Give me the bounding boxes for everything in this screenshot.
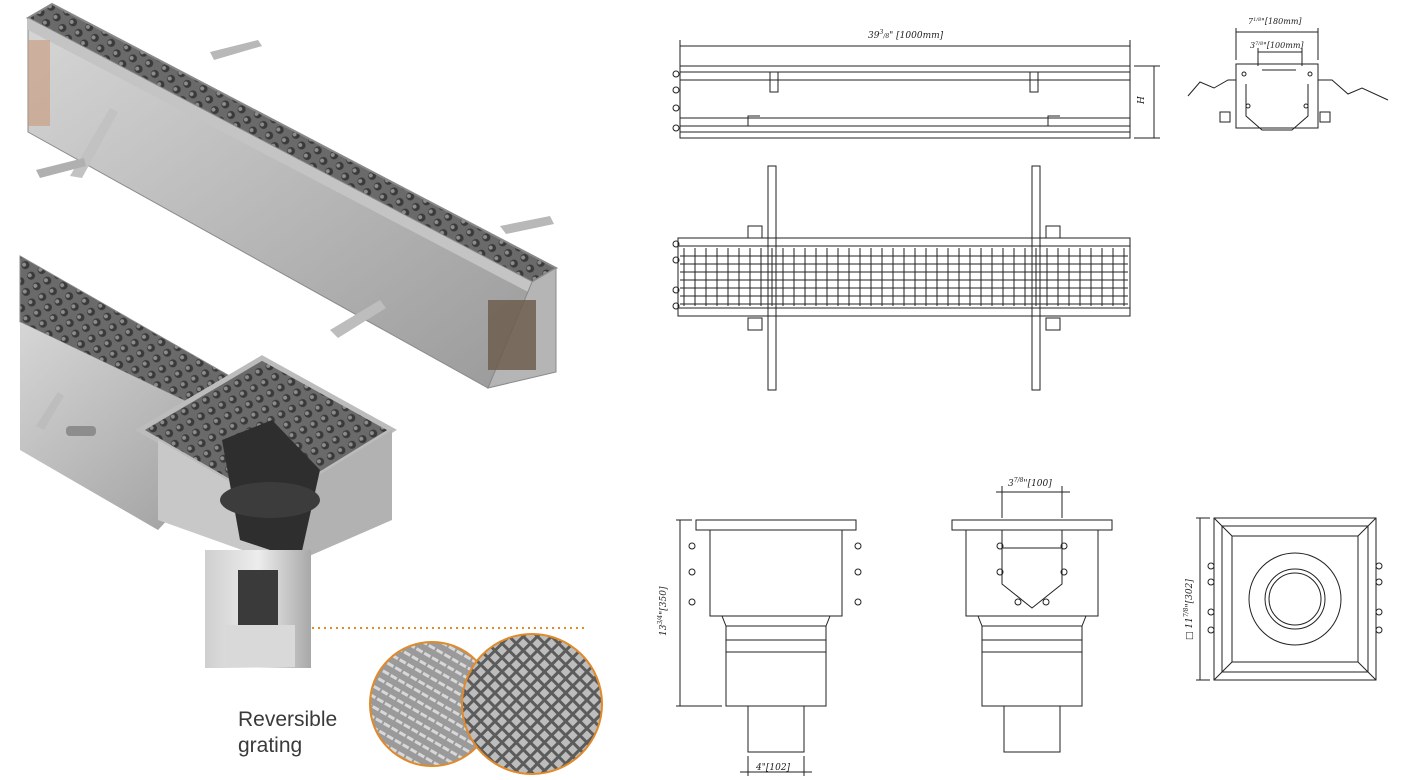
caption-line-1: Reversible: [238, 708, 338, 731]
side-view: [951, 486, 1113, 753]
inner-width-dimension: 37/8"[100mm]: [1250, 41, 1304, 50]
plan-view: [672, 165, 1131, 391]
drain-body-render: [19, 255, 397, 668]
grating-detail-right: [461, 633, 603, 775]
square-size-dimension: □ 117/8"[302]: [1183, 579, 1195, 640]
height-dimension: H: [1137, 96, 1147, 105]
reversible-grating-caption: Reversible grating: [238, 707, 358, 759]
outlet-diameter-dimension: 4"[102]: [755, 763, 791, 773]
side-elevation: [672, 40, 1160, 139]
front-view: [676, 519, 862, 776]
top-view: [1196, 517, 1383, 681]
caption-line-2: grating: [238, 734, 303, 757]
body-height-dimension: 133/4"[350]: [657, 586, 669, 636]
cross-section: [1187, 28, 1389, 131]
length-dimension: 393/8" [1000mm]: [868, 29, 944, 41]
outer-width-dimension: 71/8"[180mm]: [1248, 17, 1302, 26]
outlet-width-dimension: 37/8"[100]: [1008, 477, 1052, 489]
channel-render: [25, 2, 559, 389]
